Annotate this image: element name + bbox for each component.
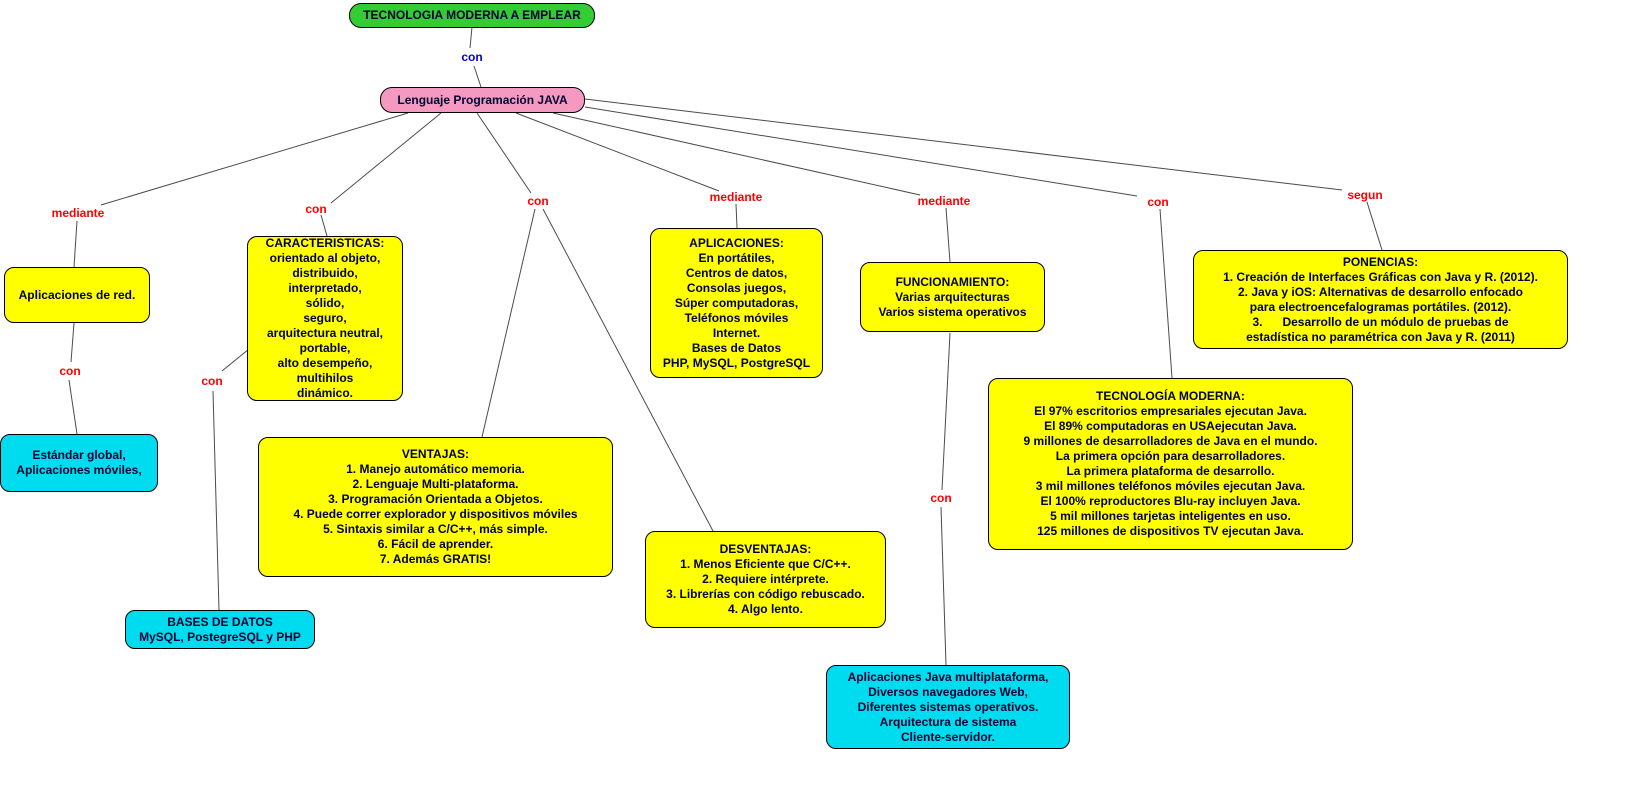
concept-node-aplicaciones-java-multiplataforma[interactable]: Aplicaciones Java multiplataforma, Diver… xyxy=(826,665,1070,749)
concept-node-desventajas[interactable]: DESVENTAJAS: 1. Menos Eficiente que C/C+… xyxy=(645,531,886,628)
connector-line xyxy=(68,379,78,435)
connector-line xyxy=(100,112,409,206)
concept-node-aplicaciones-de-red[interactable]: Aplicaciones de red. xyxy=(4,267,150,323)
connector-line xyxy=(70,322,75,363)
connector-line xyxy=(473,65,482,88)
concept-node-tecnologia-moderna[interactable]: TECNOLOGÍA MODERNA: El 97% escritorios e… xyxy=(988,378,1353,550)
connector-line xyxy=(481,208,536,438)
link-label-java-aplicaciones[interactable]: mediante xyxy=(709,190,763,204)
connector-line xyxy=(735,203,738,229)
link-label-root-java[interactable]: con xyxy=(461,50,483,64)
link-label-funcionamiento-cliente-servidor[interactable]: con xyxy=(930,491,952,505)
link-label-java-aplicaciones-red[interactable]: mediante xyxy=(51,206,105,220)
connector-line xyxy=(221,348,250,372)
concept-node-ponencias[interactable]: PONENCIAS: 1. Creación de Interfaces Grá… xyxy=(1193,250,1568,349)
link-label-caracteristicas-bases-datos[interactable]: con xyxy=(201,374,223,388)
concept-node-ventajas[interactable]: VENTAJAS: 1. Manejo automático memoria. … xyxy=(258,437,613,577)
concept-node-aplicaciones[interactable]: APLICACIONES: En portátiles, Centros de … xyxy=(650,228,823,378)
connector-line xyxy=(945,207,951,263)
connector-line xyxy=(941,332,951,491)
connector-line xyxy=(940,506,947,666)
connector-line xyxy=(552,112,921,196)
connector-line xyxy=(1366,201,1383,251)
connector-line xyxy=(584,98,1343,191)
connector-line xyxy=(73,220,78,268)
link-label-java-funcionamiento[interactable]: mediante xyxy=(917,194,971,208)
link-label-java-ponencias[interactable]: segun xyxy=(1347,188,1383,202)
connector-line xyxy=(320,214,328,237)
concept-node-bases-de-datos[interactable]: BASES DE DATOS MySQL, PostegreSQL y PHP xyxy=(125,610,315,649)
link-label-java-tecnologia-moderna[interactable]: con xyxy=(1147,195,1169,209)
concept-node-estandar-global[interactable]: Estándar global, Aplicaciones móviles, xyxy=(0,434,158,492)
link-label-aplicaciones-red-estandar[interactable]: con xyxy=(59,364,81,378)
connector-line xyxy=(212,390,220,611)
connector-line xyxy=(469,26,473,49)
concept-node-funcionamiento[interactable]: FUNCIONAMIENTO: Varias arquitecturas Var… xyxy=(860,262,1045,332)
connector-line xyxy=(584,106,1138,197)
connector-line xyxy=(476,112,532,194)
link-label-java-caracteristicas[interactable]: con xyxy=(305,202,327,216)
connector-line xyxy=(515,112,720,192)
connector-line xyxy=(1159,208,1173,379)
link-label-java-ventajas-desventajas[interactable]: con xyxy=(527,194,549,208)
connector-line xyxy=(330,112,442,204)
concept-node-tecnologia-moderna-a-emplear[interactable]: TECNOLOGIA MODERNA A EMPLEAR xyxy=(349,3,595,28)
concept-node-caracteristicas[interactable]: CARACTERISTICAS: orientado al objeto, di… xyxy=(247,236,403,401)
connector-line xyxy=(542,208,714,532)
concept-node-lenguaje-programacion-java[interactable]: Lenguaje Programación JAVA xyxy=(380,87,585,113)
